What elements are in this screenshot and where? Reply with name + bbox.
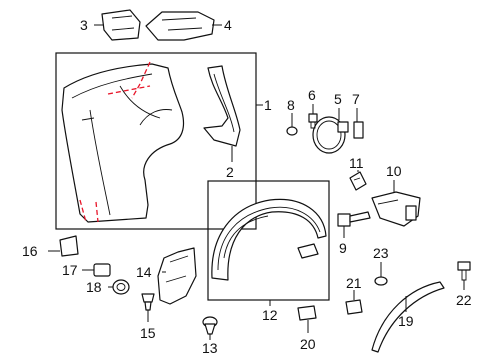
- clip-20: [297, 305, 317, 321]
- quarter-panel: [61, 63, 185, 223]
- callout-5: 5: [334, 91, 342, 107]
- callout-4: 4: [224, 17, 232, 33]
- clip-7: [353, 121, 364, 139]
- callout-2: 2: [226, 164, 234, 180]
- callout-14: 14: [136, 264, 152, 280]
- callout-11: 11: [349, 155, 364, 171]
- fuel-door-actuator: [371, 191, 421, 227]
- callout-15: 15: [140, 325, 156, 341]
- plug-23: [374, 276, 388, 286]
- callout-13: 13: [202, 340, 218, 356]
- callout-10: 10: [386, 163, 402, 179]
- callout-20: 20: [300, 336, 316, 352]
- quarter-panel-group-box: [55, 52, 257, 230]
- callout-18: 18: [86, 279, 102, 295]
- callout-23: 23: [373, 245, 389, 261]
- pad-16: [59, 235, 79, 257]
- clip-13: [202, 316, 218, 335]
- inner-bracket: [203, 65, 241, 147]
- wheelhouse-liner-group-box: [207, 180, 330, 301]
- bracket-14: [157, 247, 197, 305]
- leader-lines: [48, 24, 465, 340]
- fuel-door: [312, 116, 349, 154]
- callout-1: 1: [264, 97, 272, 113]
- bolt-22: [457, 261, 471, 281]
- callout-16: 16: [22, 243, 38, 259]
- callout-6: 6: [308, 87, 316, 103]
- clip-17: [93, 263, 111, 277]
- upper-bracket-right: [145, 11, 215, 41]
- wheelhouse-liner: [211, 198, 327, 281]
- actuator-rod-9: [337, 211, 371, 227]
- bumper-8: [286, 126, 298, 136]
- callout-19: 19: [398, 313, 414, 329]
- clip-11: [349, 171, 367, 191]
- callout-17: 17: [62, 262, 78, 278]
- clip-15: [141, 293, 155, 311]
- arch-molding: [371, 281, 445, 353]
- grommet-18: [112, 279, 130, 295]
- upper-bracket-left: [101, 9, 141, 41]
- callout-21: 21: [346, 275, 362, 291]
- callout-7: 7: [352, 91, 360, 107]
- callout-12: 12: [262, 307, 278, 323]
- callout-labels: 1 2 3 4 5 6 7 8 9 10 11 12 13 14 15 16 1…: [22, 17, 472, 356]
- callout-22: 22: [456, 292, 472, 308]
- callout-8: 8: [287, 97, 295, 113]
- callout-9: 9: [339, 240, 347, 256]
- callout-3: 3: [80, 17, 88, 33]
- clip-21: [345, 299, 363, 315]
- quarter-panel-cut-lines: [79, 61, 151, 223]
